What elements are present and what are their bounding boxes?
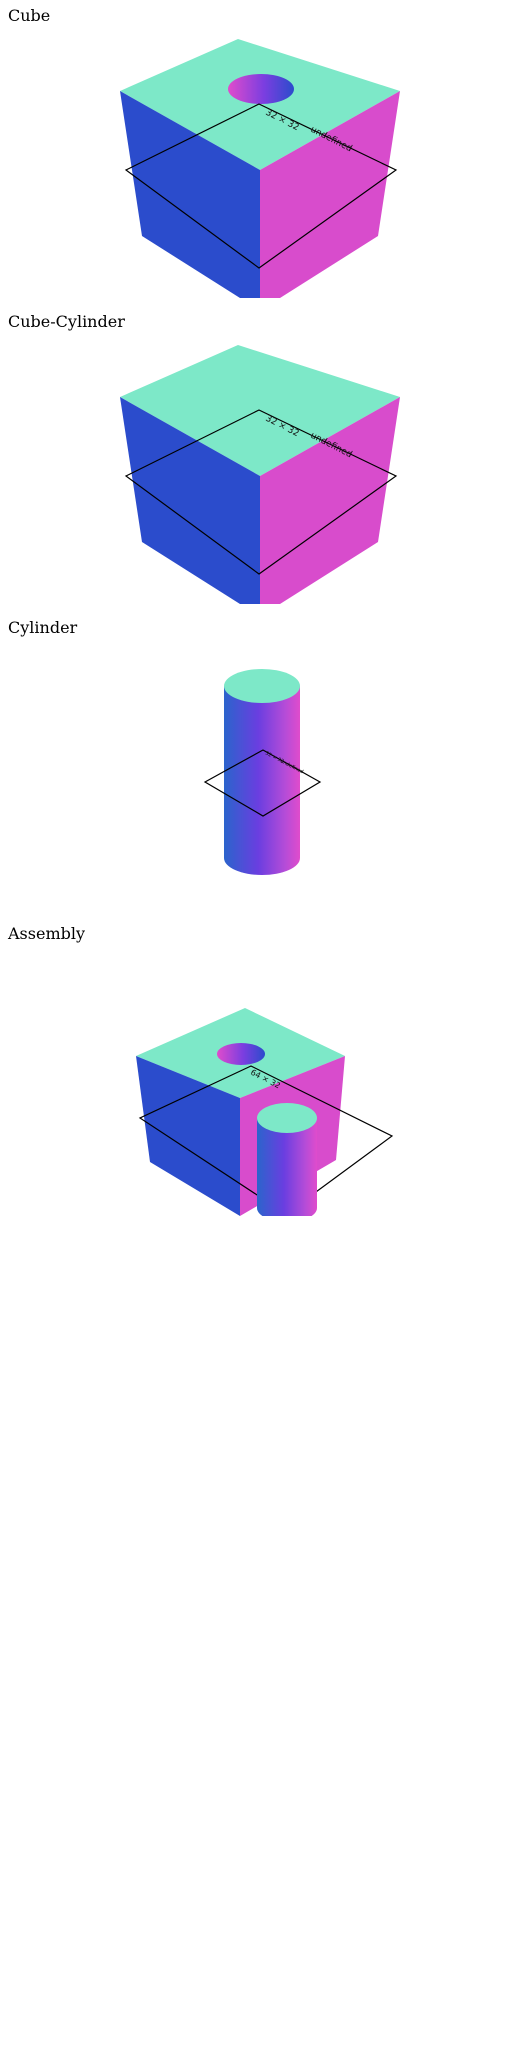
dimension-box [124, 103, 398, 269]
dimension-box [124, 409, 398, 575]
cylinder-top [257, 1103, 317, 1133]
section-assembly: Assembly 64 × 32 [0, 918, 512, 1224]
section-cube-cylinder: Cube-Cylinder 32 × 32 undefined [0, 306, 512, 612]
viewport-cube-cylinder[interactable]: 32 × 32 undefined [100, 342, 412, 604]
cube-icon: 32 × 32 undefined [120, 39, 400, 298]
cube-right-face [260, 91, 400, 298]
section-cube: Cube 32 × 32 undefined [0, 0, 512, 306]
viewport-assembly[interactable]: 64 × 32 [100, 954, 412, 1216]
cube-hole [217, 1043, 265, 1065]
cube-left-face [136, 1056, 240, 1216]
cube-left-face [120, 397, 260, 604]
section-title: Assembly [8, 924, 86, 943]
cube-icon: 64 × 32 [136, 1008, 394, 1216]
cube-icon: 32 × 32 undefined [120, 345, 400, 604]
cylinder-body [224, 686, 300, 875]
section-cylinder: Cylinder 32 × 32 undefined [0, 612, 512, 918]
cylinder-top [224, 669, 300, 703]
section-title: Cube [8, 6, 51, 25]
viewport-cylinder[interactable]: 32 × 32 undefined [100, 648, 412, 910]
section-title: Cube-Cylinder [8, 312, 125, 331]
viewport-cube[interactable]: 32 × 32 undefined [100, 36, 412, 298]
cube-hole [228, 74, 294, 104]
section-title: Cylinder [8, 618, 78, 637]
cylinder-icon: 32 × 32 undefined [203, 669, 322, 875]
cube-left-face [120, 91, 260, 298]
dimension-box [203, 749, 322, 817]
cube-right-face [260, 397, 400, 604]
cylinder-body [257, 1118, 317, 1216]
